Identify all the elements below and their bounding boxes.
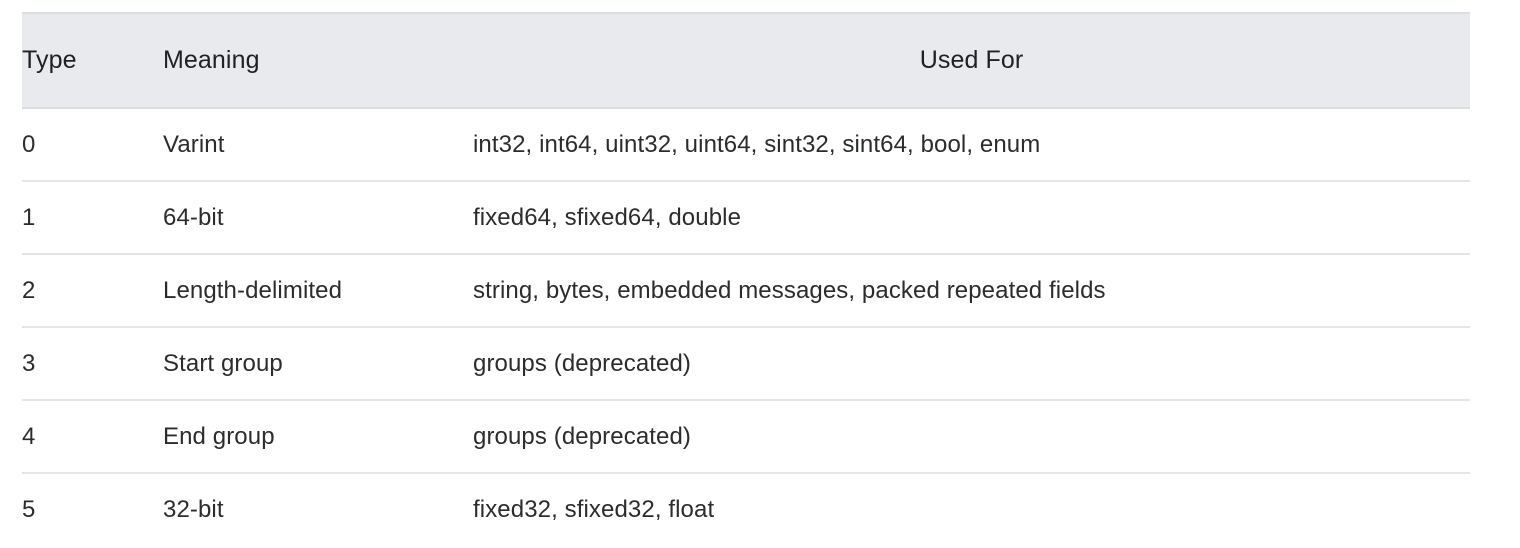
cell-used-for: fixed64, sfixed64, double bbox=[473, 181, 1470, 255]
cell-meaning: End group bbox=[163, 400, 473, 474]
column-header-type[interactable]: Type bbox=[22, 12, 163, 109]
cell-type: 3 bbox=[22, 327, 163, 401]
cell-meaning: 64-bit bbox=[163, 181, 473, 255]
cell-type: 1 bbox=[22, 181, 163, 255]
table-header-row: Type Meaning Used For bbox=[22, 12, 1470, 109]
table-row: 5 32-bit fixed32, sfixed32, float bbox=[22, 473, 1470, 545]
table-header: Type Meaning Used For bbox=[22, 12, 1470, 109]
cell-meaning: Length-delimited bbox=[163, 254, 473, 328]
cell-used-for: fixed32, sfixed32, float bbox=[473, 495, 715, 523]
column-header-used-for[interactable]: Used For bbox=[473, 12, 1470, 109]
cell-meaning: Varint bbox=[163, 108, 473, 182]
cell-type: 5 bbox=[22, 495, 36, 523]
cell-used-for: int32, int64, uint32, uint64, sint32, si… bbox=[473, 108, 1470, 182]
column-header-meaning[interactable]: Meaning bbox=[163, 12, 473, 109]
cell-type: 2 bbox=[22, 254, 163, 328]
cell-type: 4 bbox=[22, 400, 163, 474]
cell-used-for: string, bytes, embedded messages, packed… bbox=[473, 254, 1470, 328]
cell-type: 0 bbox=[22, 108, 163, 182]
cell-meaning: 32-bit bbox=[163, 495, 224, 523]
cell-meaning: Start group bbox=[163, 327, 473, 401]
cell-used-for: groups (deprecated) bbox=[473, 327, 1470, 401]
cell-used-for: groups (deprecated) bbox=[473, 400, 1470, 474]
